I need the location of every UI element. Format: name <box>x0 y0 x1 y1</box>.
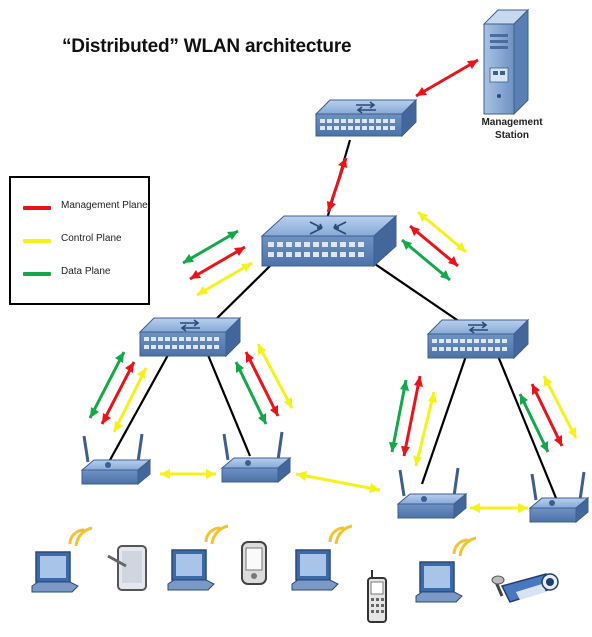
plane-arrows <box>88 58 578 513</box>
server-icon <box>482 8 530 116</box>
pda-icon <box>241 541 267 585</box>
left-switch-ap2-arrows <box>234 343 294 425</box>
switch-icon <box>138 316 242 358</box>
ap2-ap3-control-arrow <box>295 471 381 493</box>
ap1-ap2-control-arrow <box>160 469 216 479</box>
access-point-icon <box>80 433 152 486</box>
laptop-icon <box>415 536 477 603</box>
access-point-icon <box>528 471 590 524</box>
laptop-icon <box>167 524 229 591</box>
router-icon <box>260 214 398 268</box>
access-point-icon <box>396 467 468 520</box>
legend-label: Management Plane <box>61 200 148 211</box>
mobile-phone-icon <box>367 570 387 623</box>
right-switch-ap4-arrows <box>518 375 578 453</box>
management-arrow-core <box>326 157 348 213</box>
link-left-switch-to-ap1 <box>109 354 169 461</box>
legend-label: Control Plane <box>61 233 122 244</box>
right-switch-ap3-arrows <box>389 375 437 467</box>
tablet-icon <box>107 545 147 591</box>
link-right-switch-to-ap4 <box>496 355 558 499</box>
legend-item-control-plane: Control Plane <box>21 233 147 247</box>
left-core-arrows <box>182 229 253 297</box>
laptop-icon <box>31 526 93 593</box>
management-plane-swatch <box>23 206 51 210</box>
switch-icon <box>314 98 418 138</box>
switch-icon <box>426 318 530 360</box>
page-title: “Distributed” WLAN architecture <box>62 36 352 57</box>
legend-item-data-plane: Data Plane <box>21 266 147 280</box>
data-plane-swatch <box>23 272 51 276</box>
link-core-to-right-switch <box>371 261 461 323</box>
right-core-arrows <box>401 210 467 282</box>
camera-icon <box>491 573 559 603</box>
management-station-label-line-2: Station <box>495 130 529 141</box>
legend-item-management-plane: Management Plane <box>21 200 148 214</box>
management-station-label-line-1: Management <box>481 117 543 128</box>
legend: Management Plane Control Plane Data Plan… <box>9 176 150 305</box>
network-links <box>109 139 558 499</box>
control-plane-swatch <box>23 239 51 243</box>
access-point-icon <box>220 431 292 484</box>
ap3-ap4-control-arrow <box>470 503 528 513</box>
link-right-switch-to-ap3 <box>420 355 468 485</box>
management-station-label: Management Station <box>470 116 554 142</box>
legend-label: Data Plane <box>61 266 111 277</box>
left-switch-ap1-arrows <box>88 351 148 433</box>
link-left-switch-to-ap2 <box>206 354 252 457</box>
laptop-icon <box>291 524 353 591</box>
management-arrow-station <box>415 58 479 98</box>
